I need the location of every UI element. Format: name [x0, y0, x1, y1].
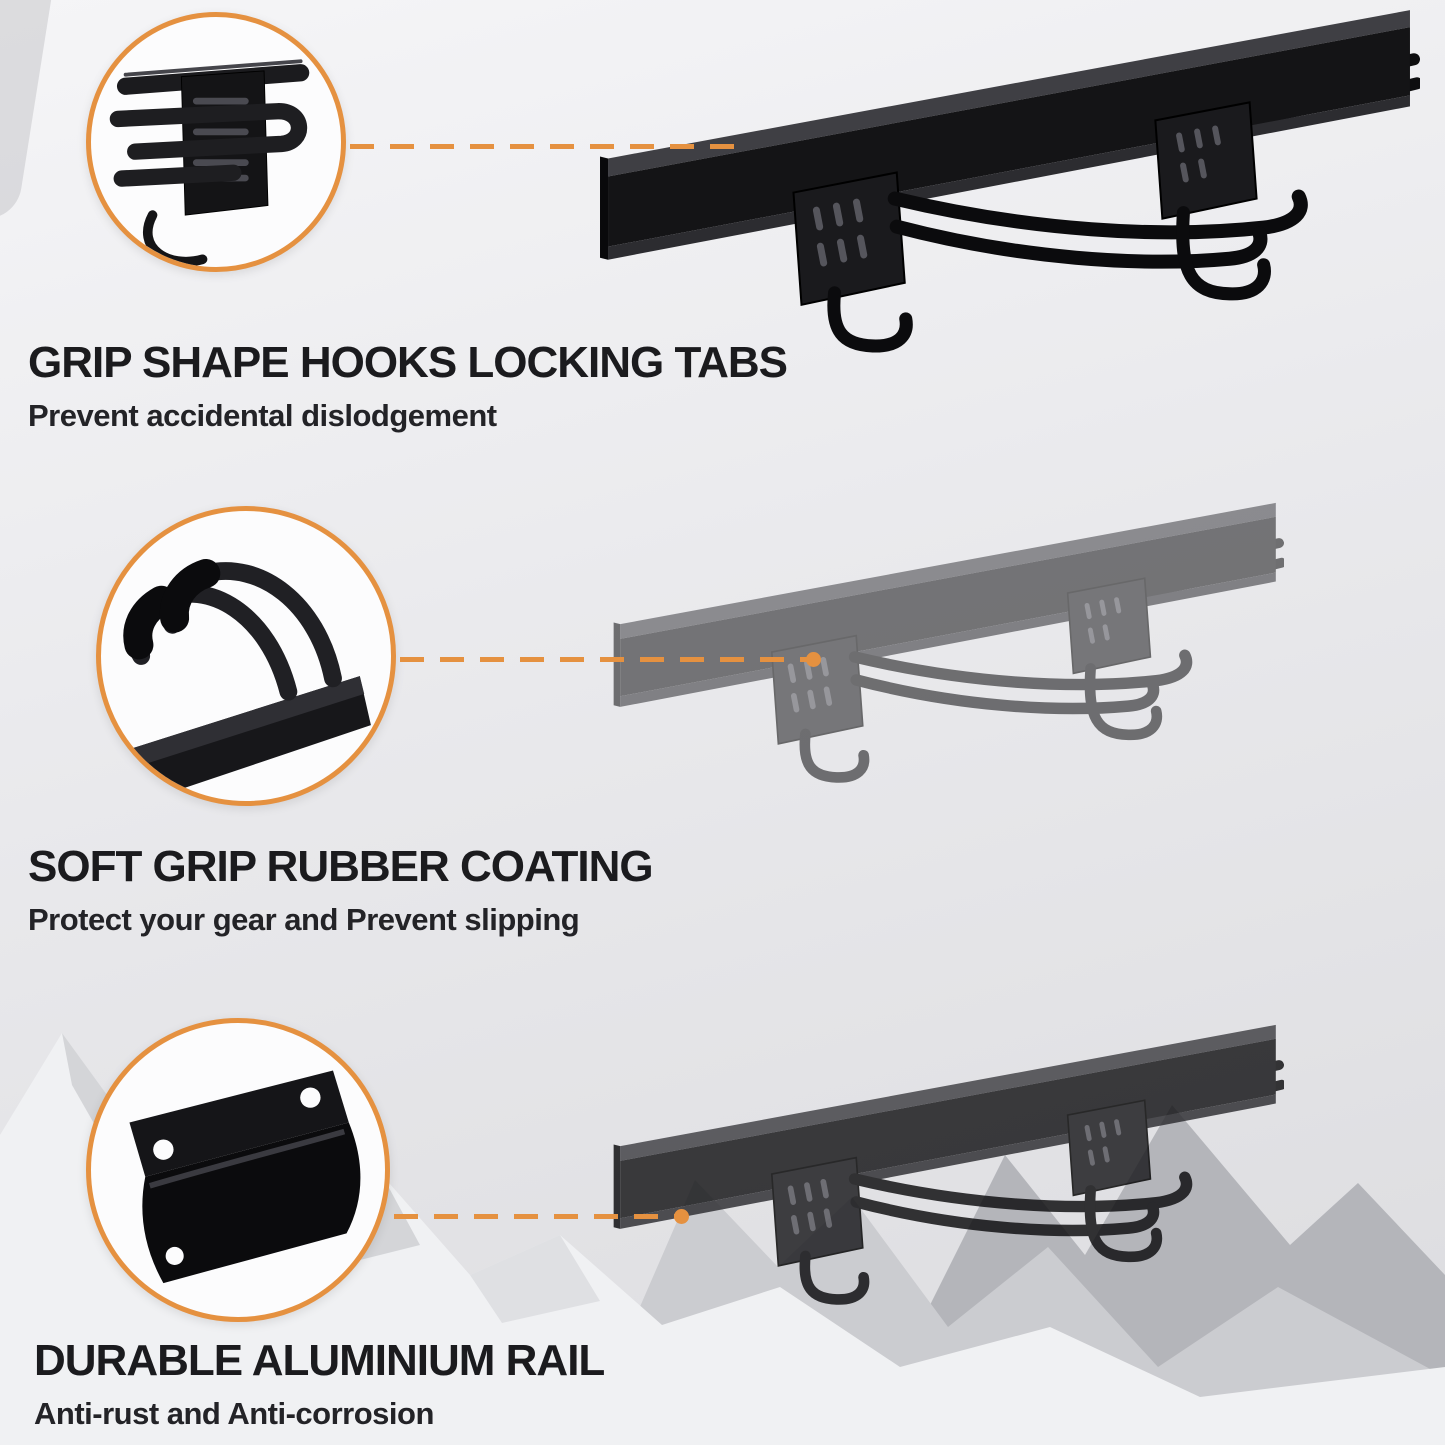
feature-subtitle: Protect your gear and Prevent slipping	[28, 902, 580, 937]
rubber-coating-callout-circle	[96, 506, 396, 806]
dashed-connector-1	[350, 144, 738, 149]
feature-title: DURABLE ALUMINIUM RAIL	[34, 1336, 605, 1385]
aluminium-rail-callout-circle	[86, 1018, 390, 1322]
rubber-coated-hook-closeup-icon	[123, 558, 371, 795]
storage-rack-photo-3	[612, 1000, 1284, 1312]
storage-rack-photo-1	[598, 0, 1420, 361]
dashed-connector-3	[394, 1214, 676, 1219]
aluminium-rail-profile-closeup-icon	[129, 1070, 361, 1284]
mountain-background	[0, 1033, 1445, 1445]
feature-subtitle: Anti-rust and Anti-corrosion	[34, 1396, 434, 1431]
feature-title: GRIP SHAPE HOOKS LOCKING TABS	[28, 338, 788, 387]
dashed-connector-2	[400, 657, 808, 662]
feature-subtitle: Prevent accidental dislodgement	[28, 398, 497, 433]
hook-locking-tab-closeup-icon	[109, 59, 310, 267]
feature-title: SOFT GRIP RUBBER COATING	[28, 842, 654, 891]
connector-endpoint-dot-3	[674, 1209, 689, 1224]
storage-rack-photo-2	[612, 478, 1284, 790]
background-photo-edge	[0, 0, 60, 224]
locking-tabs-callout-circle	[86, 12, 346, 272]
connector-endpoint-dot-2	[806, 652, 821, 667]
